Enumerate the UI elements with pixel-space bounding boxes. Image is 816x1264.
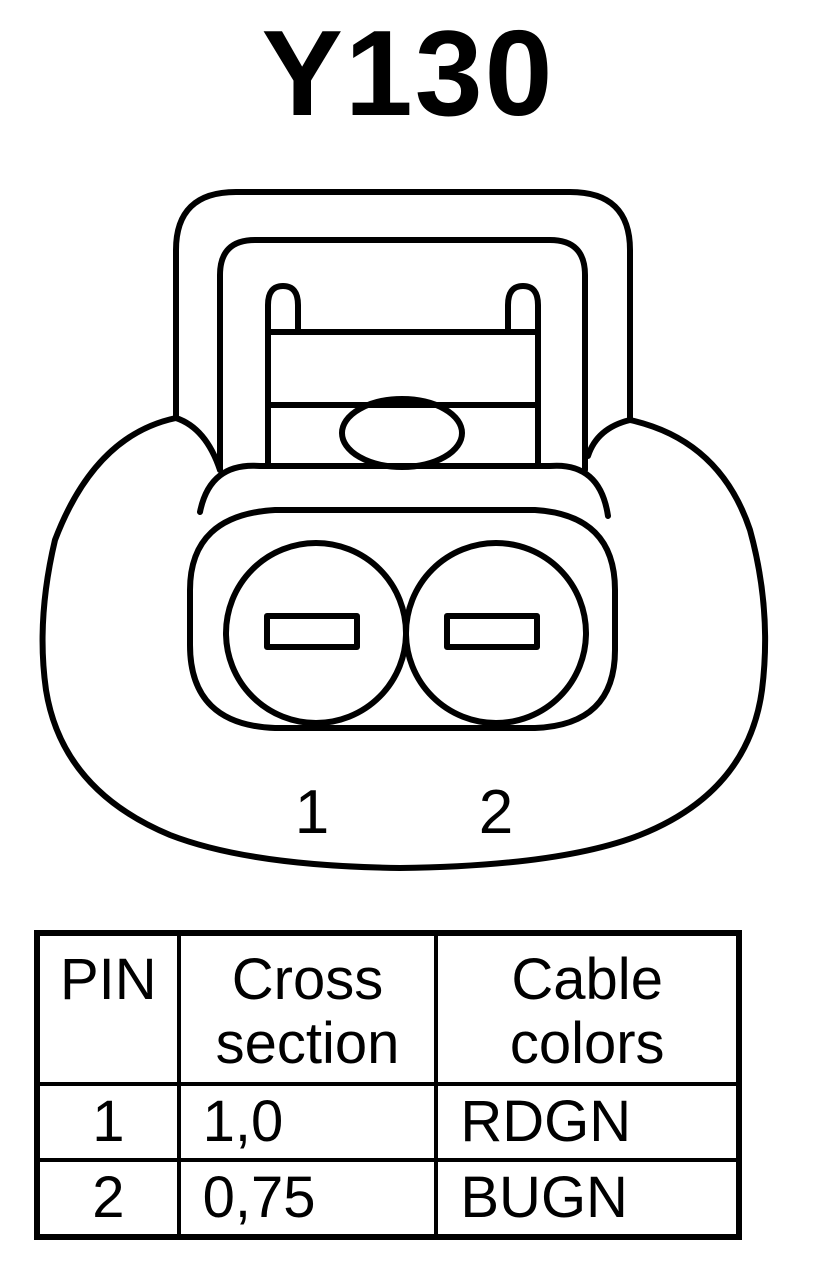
connector-diagram: 1 2: [39, 189, 769, 871]
cell-pin: 2: [35, 1158, 181, 1239]
cell-cross-section: 0,75: [176, 1158, 439, 1239]
latch-post-left: [265, 283, 301, 469]
cell-cross-section: 1,0: [176, 1082, 439, 1162]
header-cross-section: Cross section: [176, 931, 439, 1086]
pin-assignment-table: PIN Cross section Cable colors 1 1,0 RDG…: [34, 930, 742, 1240]
cell-cable-color: BUGN: [434, 1158, 741, 1239]
connector-body-outline: [39, 415, 769, 871]
latch-oval: [339, 396, 465, 470]
pin-cavity-2: [403, 540, 589, 726]
terminal-2: [444, 613, 540, 650]
socket-housing: [187, 507, 618, 731]
body-left-shoulder: [173, 415, 223, 473]
table-row: 1 1,0 RDGN: [35, 1082, 741, 1162]
header-cable-colors: Cable colors: [434, 931, 741, 1086]
cell-cable-color: RDGN: [434, 1082, 741, 1162]
cell-pin: 1: [35, 1082, 181, 1162]
pin-cavity-1: [223, 540, 409, 726]
body-top-edge: [197, 462, 611, 519]
table-header-row: PIN Cross section Cable colors: [35, 931, 741, 1086]
latch-inner-frame: [217, 237, 588, 473]
latch-post-right: [505, 283, 541, 469]
pin-label-2: 2: [479, 778, 513, 847]
connector-title: Y130: [261, 5, 555, 141]
table-row: 2 0,75 BUGN: [35, 1158, 741, 1239]
header-pin: PIN: [35, 931, 181, 1086]
pin-label-1: 1: [295, 778, 329, 847]
terminal-1: [264, 613, 360, 650]
latch-outer-frame: [173, 189, 633, 421]
